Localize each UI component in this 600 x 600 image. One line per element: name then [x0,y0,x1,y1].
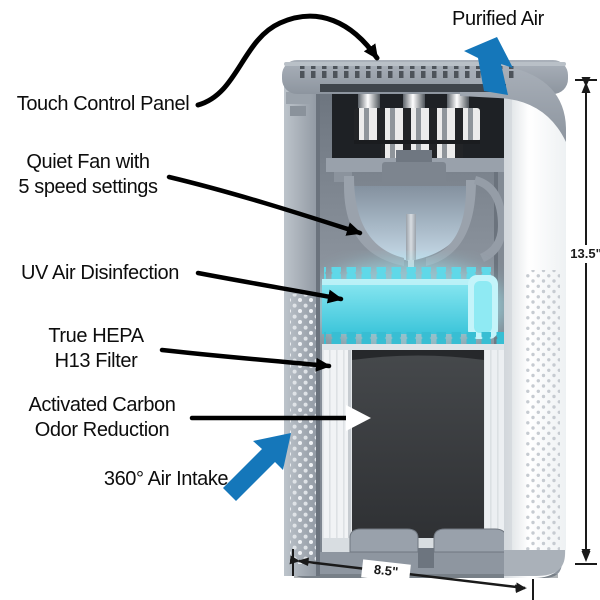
label-quiet-fan-line1: Quiet Fan with [26,151,150,173]
air-intake-perforations [526,270,560,558]
label-activated-carbon-line1: Activated Carbon [28,394,176,416]
label-purified-air: Purified Air [452,8,544,30]
curved-pointer-arrow-icon [195,13,380,108]
annotation-layer [159,13,597,600]
label-activated-carbon-line2: Odor Reduction [34,419,170,441]
fan-assembly [326,150,508,276]
quiet-fan-pointer-line [166,174,363,236]
uv-lamp-module [308,260,508,352]
height-dimension-arrows [575,82,597,565]
label-quiet-fan-line2: 5 speed settings [18,176,158,198]
air-intake-arrow-icon [223,433,291,501]
carbon-arrow-head-icon [346,405,371,431]
uv-pointer-line [195,270,344,304]
label-air-intake: 360° Air Intake [103,468,229,490]
outer-shell [504,96,566,578]
label-true-hepa-filter: True HEPA H13 Filter [36,324,156,374]
label-true-hepa-line1: True HEPA [48,325,144,347]
label-uv-air-disinfection: UV Air Disinfection [20,262,179,284]
label-touch-control-panel: Touch Control Panel [16,93,190,115]
label-activated-carbon: Activated Carbon Odor Reduction [18,393,186,443]
label-quiet-fan: Quiet Fan with 5 speed settings [8,150,168,200]
hepa-pointer-line [159,347,332,372]
width-dimension-line [289,549,534,600]
carbon-filter [352,350,484,542]
label-true-hepa-line2: H13 Filter [54,350,138,372]
dimension-height-label: 13.5" [567,245,600,263]
left-cutaway-wall [284,84,320,576]
purified-air-arrow-icon [464,37,513,95]
cap-vent-slots [300,65,514,78]
